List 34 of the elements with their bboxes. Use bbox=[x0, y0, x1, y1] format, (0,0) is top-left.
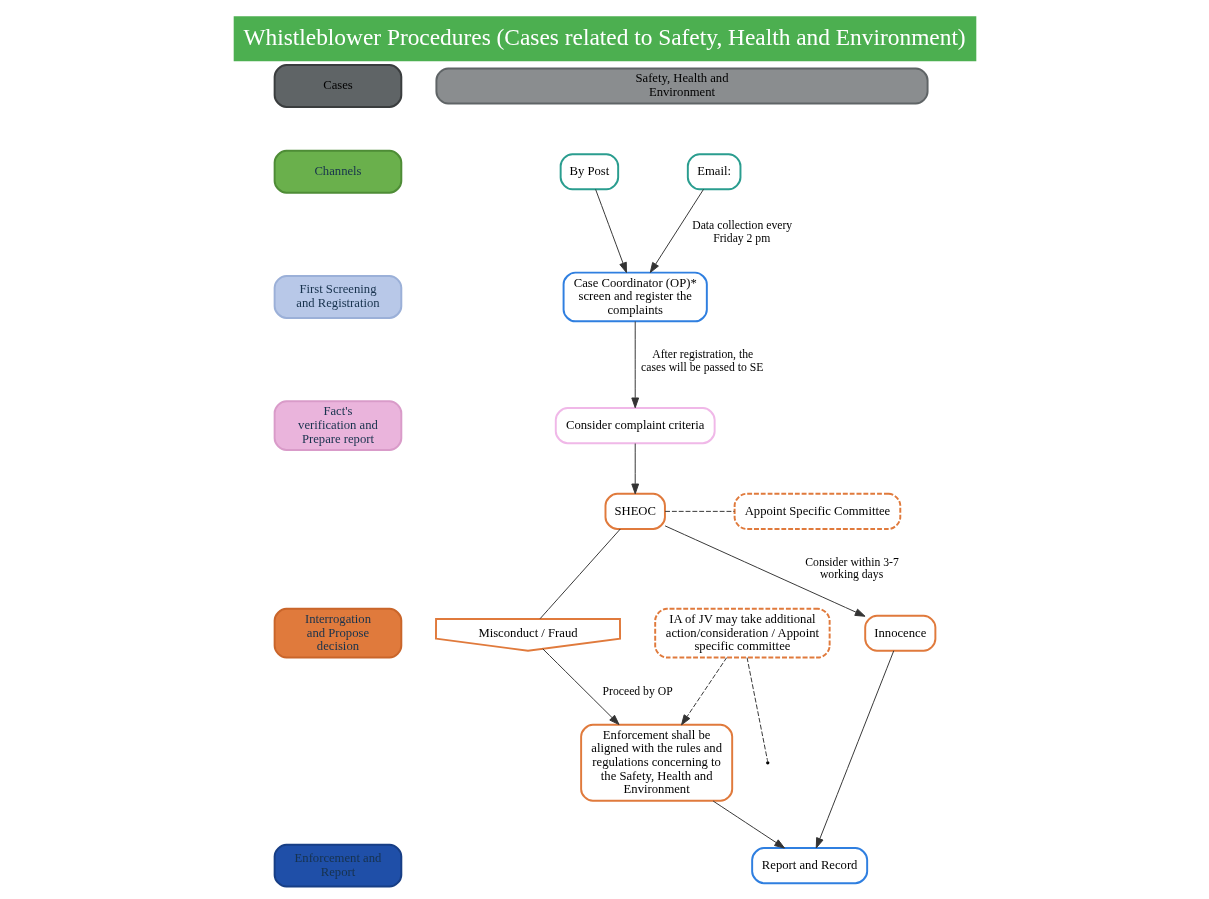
arrow bbox=[712, 800, 785, 849]
connector bbox=[539, 528, 621, 620]
node-box: Report and Record bbox=[750, 847, 868, 885]
node-box: SHEOC bbox=[604, 492, 666, 530]
node-box: Fact's verification and Prepare report bbox=[273, 400, 402, 451]
node-box: First Screening and Registration bbox=[273, 275, 402, 319]
node-box: IA of JV may take additional action/consideration / Appoint specific committee bbox=[653, 607, 831, 659]
node-box: Interrogation and Propose decision bbox=[273, 607, 402, 659]
arrow bbox=[594, 188, 627, 273]
node-box: Appoint Specific Committee bbox=[733, 492, 901, 530]
node-box: Safety, Health and Environment bbox=[434, 67, 929, 105]
arrow bbox=[630, 321, 639, 409]
diagram-title: Whistleblower Procedures (Cases related to Safety, Health and Environment) bbox=[242, 23, 966, 50]
arrow bbox=[630, 443, 639, 495]
edge-label: Data collection every Friday 2 pm bbox=[691, 219, 792, 246]
node-box: Channels bbox=[273, 149, 402, 194]
edge-label: After registration, the cases will be passed to SE bbox=[640, 347, 763, 374]
node-box: Innocence bbox=[863, 614, 936, 652]
node-box: By Post bbox=[559, 153, 619, 191]
node-box: Email: bbox=[686, 153, 741, 191]
node-box: Enforcement shall be aligned with the rules and regulations concerning to the Safety, Health and Environment bbox=[579, 723, 733, 802]
arrow bbox=[649, 188, 704, 273]
arrow bbox=[664, 525, 866, 617]
arrow bbox=[541, 648, 620, 726]
connector bbox=[746, 657, 768, 763]
connector bbox=[664, 510, 735, 512]
node-box: Enforcement and Report bbox=[273, 843, 402, 888]
node-box: Case Coordinator (OP)* screen and register the complaints bbox=[562, 271, 708, 323]
edge-label: Consider within 3-7 working days bbox=[804, 555, 899, 582]
node-box: Cases bbox=[273, 64, 402, 108]
arrow bbox=[815, 650, 894, 849]
edge-label: Proceed by OP bbox=[602, 684, 673, 698]
arrow bbox=[680, 657, 727, 726]
node-box: Consider complaint criteria bbox=[554, 407, 716, 445]
